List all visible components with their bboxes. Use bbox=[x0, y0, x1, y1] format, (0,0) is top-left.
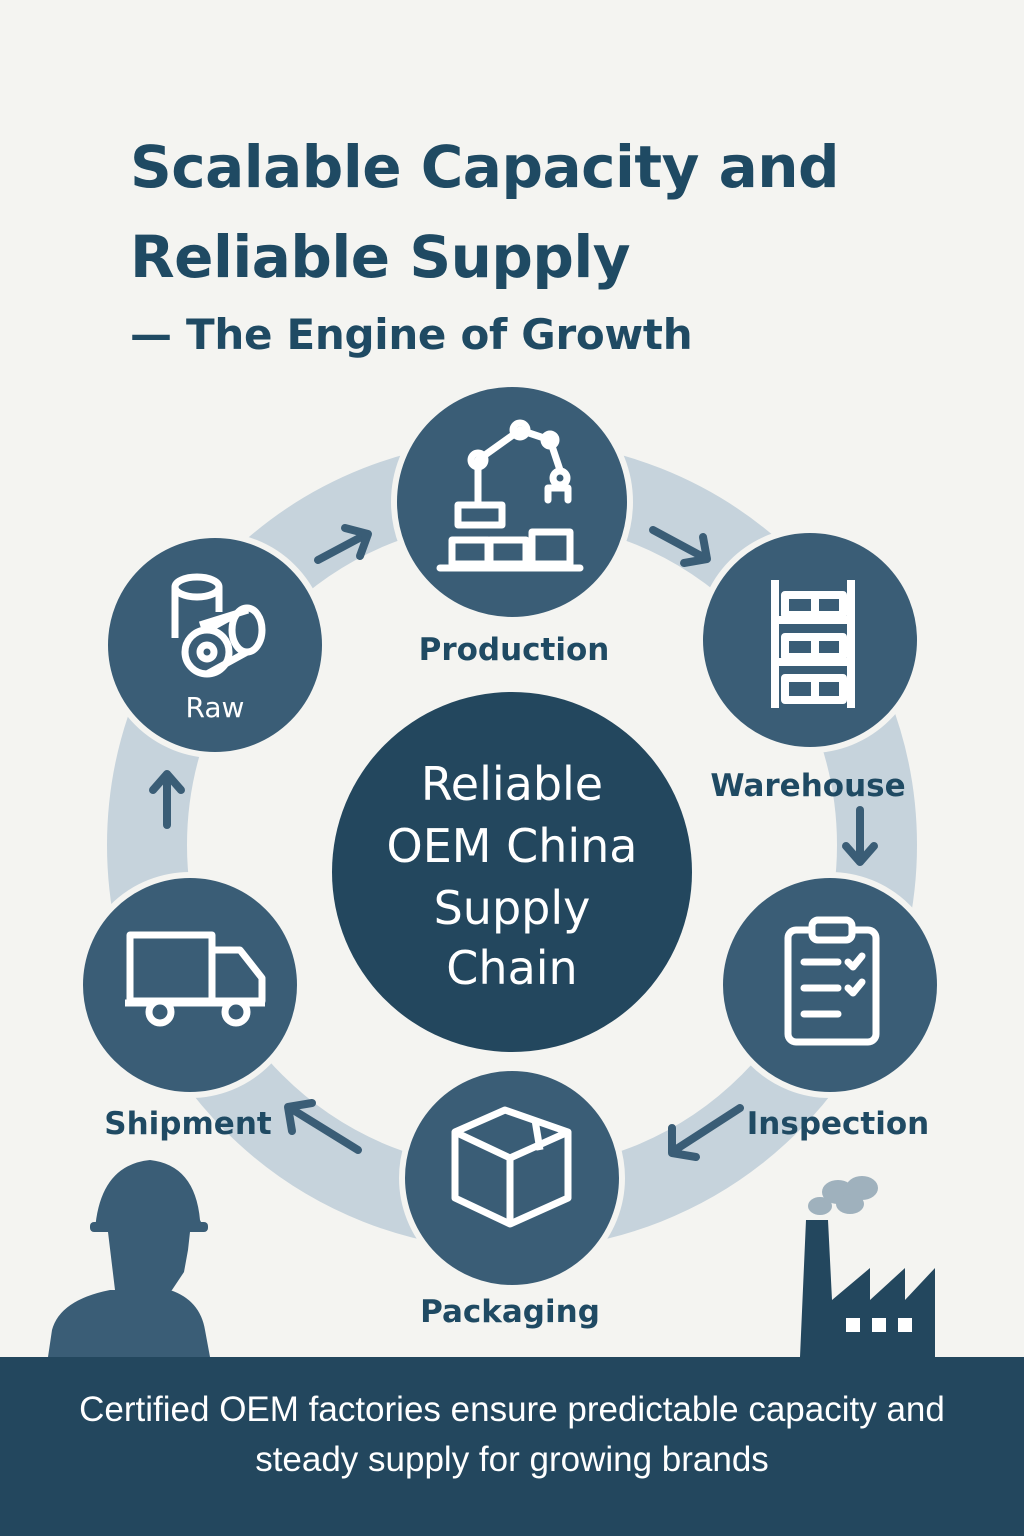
factory-icon bbox=[800, 1176, 935, 1357]
center-line-2: OEM China bbox=[387, 819, 638, 873]
page-subtitle: — The Engine of Growth bbox=[130, 310, 693, 359]
stage-label-inspection: Inspection bbox=[747, 1106, 929, 1142]
stage-label-production: Production bbox=[419, 632, 610, 668]
footer-text: Certified OEM factories ensure predictab… bbox=[79, 1390, 945, 1479]
worker-silhouette-icon bbox=[48, 1160, 210, 1357]
stage-inspection bbox=[717, 872, 943, 1098]
robotic-arm-icon bbox=[436, 419, 584, 572]
page-title: Scalable Capacity and Reliable Supply bbox=[130, 133, 840, 291]
flow-arrow-raw-production bbox=[314, 524, 372, 564]
flow-arrow-inspection-packaging bbox=[668, 1104, 744, 1161]
material-rolls-icon bbox=[171, 573, 266, 678]
stage-production bbox=[391, 381, 633, 623]
stage-warehouse bbox=[697, 527, 923, 753]
stage-shipment bbox=[77, 872, 303, 1098]
center-line-3: Supply bbox=[434, 881, 591, 935]
center-line-4: Chain bbox=[446, 941, 577, 995]
clipboard-checklist-icon bbox=[784, 916, 880, 1046]
flow-arrow-production-warehouse bbox=[649, 526, 711, 567]
box-icon bbox=[451, 1106, 572, 1228]
shelving-icon bbox=[771, 580, 855, 708]
flow-arrow-warehouse-inspection bbox=[842, 806, 878, 866]
stage-raw bbox=[102, 532, 328, 758]
footer-banner bbox=[0, 1357, 1024, 1536]
flow-arrow-shipment-raw bbox=[149, 770, 185, 829]
center-line-1: Reliable bbox=[421, 757, 603, 811]
stage-label-packaging: Packaging bbox=[420, 1294, 600, 1330]
stage-label-raw: Raw bbox=[186, 691, 245, 724]
stage-label-warehouse: Warehouse bbox=[710, 768, 905, 804]
truck-icon bbox=[125, 931, 266, 1027]
center-hub bbox=[332, 692, 692, 1052]
flow-arrow-packaging-shipment bbox=[284, 1099, 362, 1154]
stage-label-shipment: Shipment bbox=[104, 1106, 272, 1142]
stage-packaging bbox=[399, 1065, 625, 1291]
